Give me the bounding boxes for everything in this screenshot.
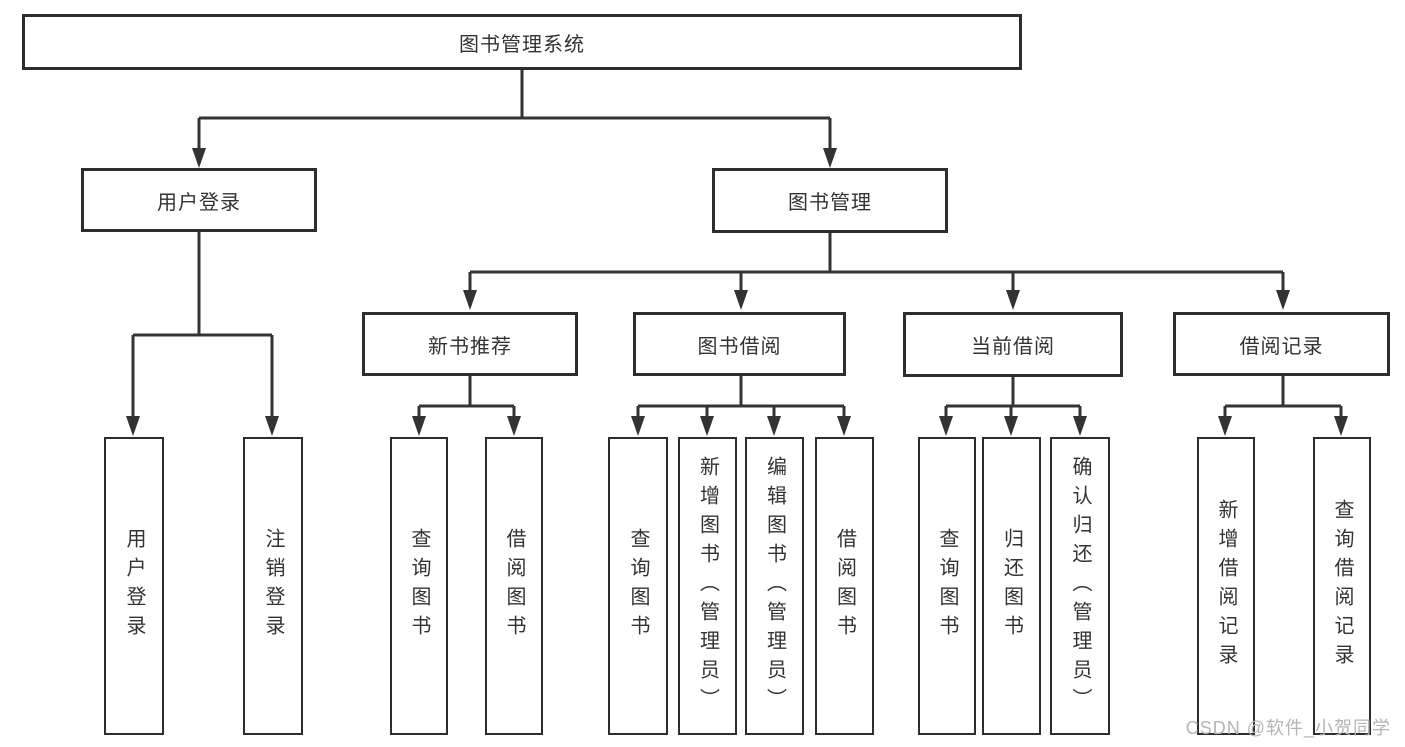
node-book-borrow: 图书借阅 xyxy=(633,312,846,376)
node-label: 图书借阅 xyxy=(697,335,782,358)
leaf-query-borrow-record: 查询借阅记录 xyxy=(1313,437,1371,735)
csdn-watermark: CSDN @软件_小贺同学 xyxy=(1185,718,1391,738)
node-borrow-records: 借阅记录 xyxy=(1173,312,1390,376)
node-new-book-recommend: 新书推荐 xyxy=(362,312,578,376)
node-label: 新书推荐 xyxy=(428,335,512,358)
connector-book-mgmt-to-level3 xyxy=(468,232,1285,298)
node-label: 借阅记录 xyxy=(1239,335,1324,358)
leaf-add-book-admin: 新增图书（管理员） xyxy=(678,437,737,735)
leaf-user-login: 用户登录 xyxy=(104,437,164,735)
leaf-label: 借阅图书 xyxy=(833,528,856,644)
connector-new-book-to-leaves xyxy=(417,376,516,424)
leaf-borrow-books-2: 借阅图书 xyxy=(815,437,874,735)
leaf-label: 借阅图书 xyxy=(503,528,525,644)
leaf-query-books-1: 查询图书 xyxy=(390,437,448,735)
leaf-label: 新增图书（管理员） xyxy=(696,455,719,717)
leaf-query-books-3: 查询图书 xyxy=(918,437,976,735)
connector-current-borrow-to-leaves xyxy=(944,376,1082,424)
node-label: 图书管理系统 xyxy=(459,33,585,56)
leaf-label: 归还图书 xyxy=(1000,528,1023,644)
node-current-borrow: 当前借阅 xyxy=(903,312,1123,377)
node-user-login: 用户登录 xyxy=(81,168,317,232)
leaf-add-borrow-record: 新增借阅记录 xyxy=(1197,437,1255,735)
node-library-management-system: 图书管理系统 xyxy=(22,14,1022,70)
connector-borrow-record-to-leaves xyxy=(1223,376,1343,424)
leaf-query-books-2: 查询图书 xyxy=(608,437,668,735)
leaf-confirm-return-admin: 确认归还（管理员） xyxy=(1050,437,1110,735)
connector-user-login-to-leaves xyxy=(131,231,274,424)
leaf-label: 查询借阅记录 xyxy=(1331,499,1353,673)
leaf-logout: 注销登录 xyxy=(243,437,303,735)
leaf-label: 新增借阅记录 xyxy=(1215,499,1237,673)
leaf-label: 编辑图书（管理员） xyxy=(763,455,786,717)
node-book-management: 图书管理 xyxy=(712,168,948,233)
connector-root-to-level2 xyxy=(197,69,832,156)
leaf-label: 确认归还（管理员） xyxy=(1069,455,1091,717)
leaf-label: 查询图书 xyxy=(408,528,430,644)
node-label: 当前借阅 xyxy=(971,336,1055,358)
leaf-label: 查询图书 xyxy=(936,528,958,644)
leaf-label: 注销登录 xyxy=(262,528,284,644)
node-label: 用户登录 xyxy=(157,191,241,214)
leaf-label: 用户登录 xyxy=(123,528,145,644)
node-label: 图书管理 xyxy=(788,192,872,214)
leaf-edit-book-admin: 编辑图书（管理员） xyxy=(745,437,804,735)
leaf-borrow-books-1: 借阅图书 xyxy=(485,437,543,735)
connector-book-borrow-to-leaves xyxy=(636,376,846,424)
leaf-return-books: 归还图书 xyxy=(982,437,1041,735)
leaf-label: 查询图书 xyxy=(627,528,649,644)
